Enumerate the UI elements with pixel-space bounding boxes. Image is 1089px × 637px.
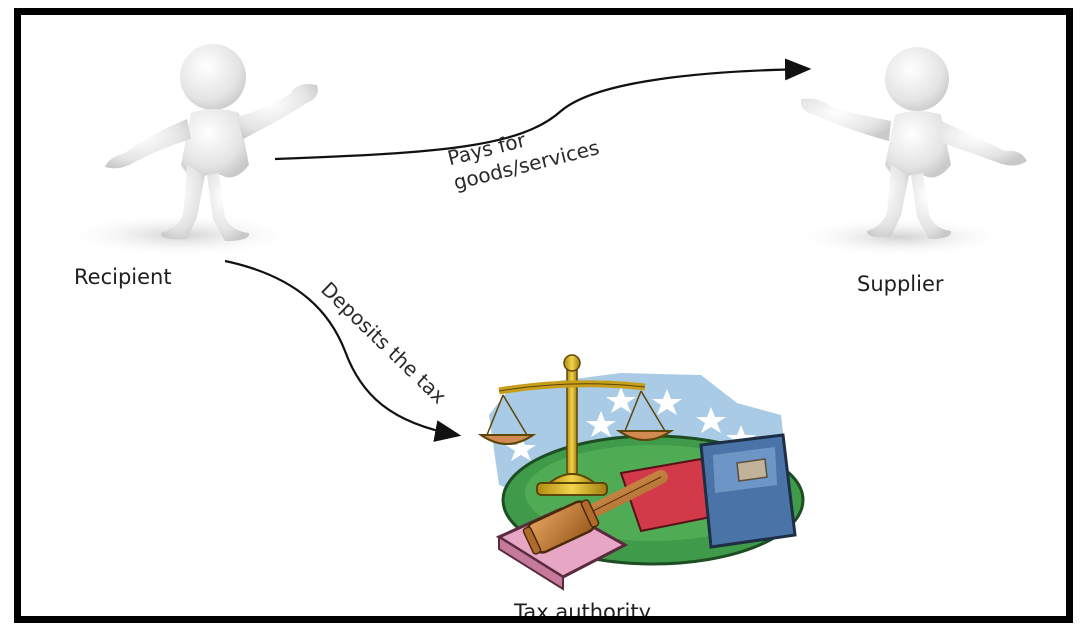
arrow-recipient-to-tax-authority bbox=[224, 259, 462, 442]
tax-authority-label: Tax authority bbox=[514, 600, 652, 623]
recipient-label: Recipient bbox=[74, 265, 172, 289]
arrow-recipient-to-supplier bbox=[274, 58, 812, 161]
supplier-label: Supplier bbox=[857, 272, 944, 296]
tax-authority-clipart bbox=[477, 354, 805, 591]
supplier-figure bbox=[791, 47, 1027, 257]
recipient-figure bbox=[61, 44, 318, 257]
diagram-canvas bbox=[61, 44, 1027, 591]
diagram-frame: Recipient Supplier Tax authority Pays fo… bbox=[14, 8, 1073, 623]
star-icon bbox=[506, 387, 756, 461]
